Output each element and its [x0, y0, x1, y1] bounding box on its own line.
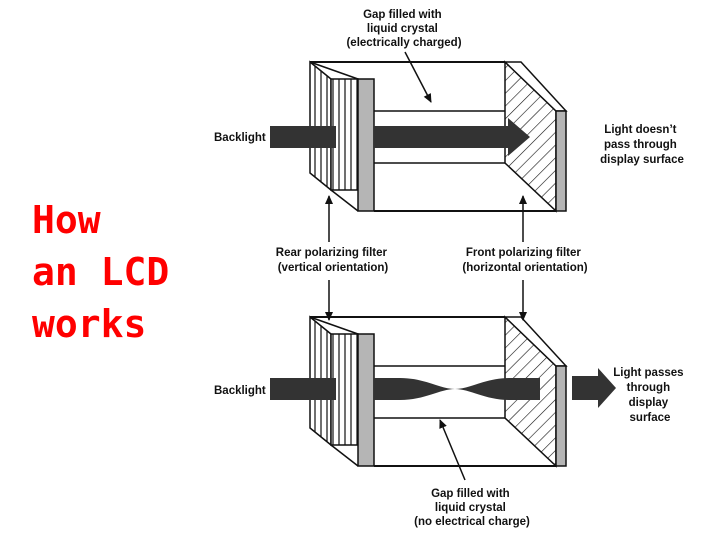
label-front-filter: Front polarizing filter (horizontal orie… [462, 247, 587, 274]
label-no-pass: Light doesn’t pass through display surfa… [600, 124, 684, 166]
label-gap-charged: Gap filled with liquid crystal (electric… [346, 9, 461, 49]
bottom-lcd-assembly [270, 315, 616, 468]
title-line-2: an LCD [32, 250, 170, 294]
label-gap-uncharged: Gap filled with liquid crystal (no elect… [414, 488, 530, 528]
beam-top-blocked [374, 118, 530, 156]
title-line-1: How [32, 198, 101, 242]
title-line-3: works [32, 302, 147, 346]
beam-top-back [270, 126, 336, 148]
beam-bottom-twisted [374, 378, 540, 400]
beam-bottom-back [270, 378, 336, 400]
slide-title: How an LCD works [32, 194, 222, 350]
label-backlight-top: Backlight [214, 132, 266, 144]
label-passes: Light passes through display surface [613, 367, 687, 424]
pointer-arrows [325, 51, 527, 481]
beam-bottom-passes [572, 368, 616, 408]
top-lcd-assembly [270, 60, 568, 213]
label-backlight-bottom: Backlight [214, 385, 266, 397]
label-rear-filter: Rear polarizing filter (vertical orienta… [276, 247, 390, 274]
